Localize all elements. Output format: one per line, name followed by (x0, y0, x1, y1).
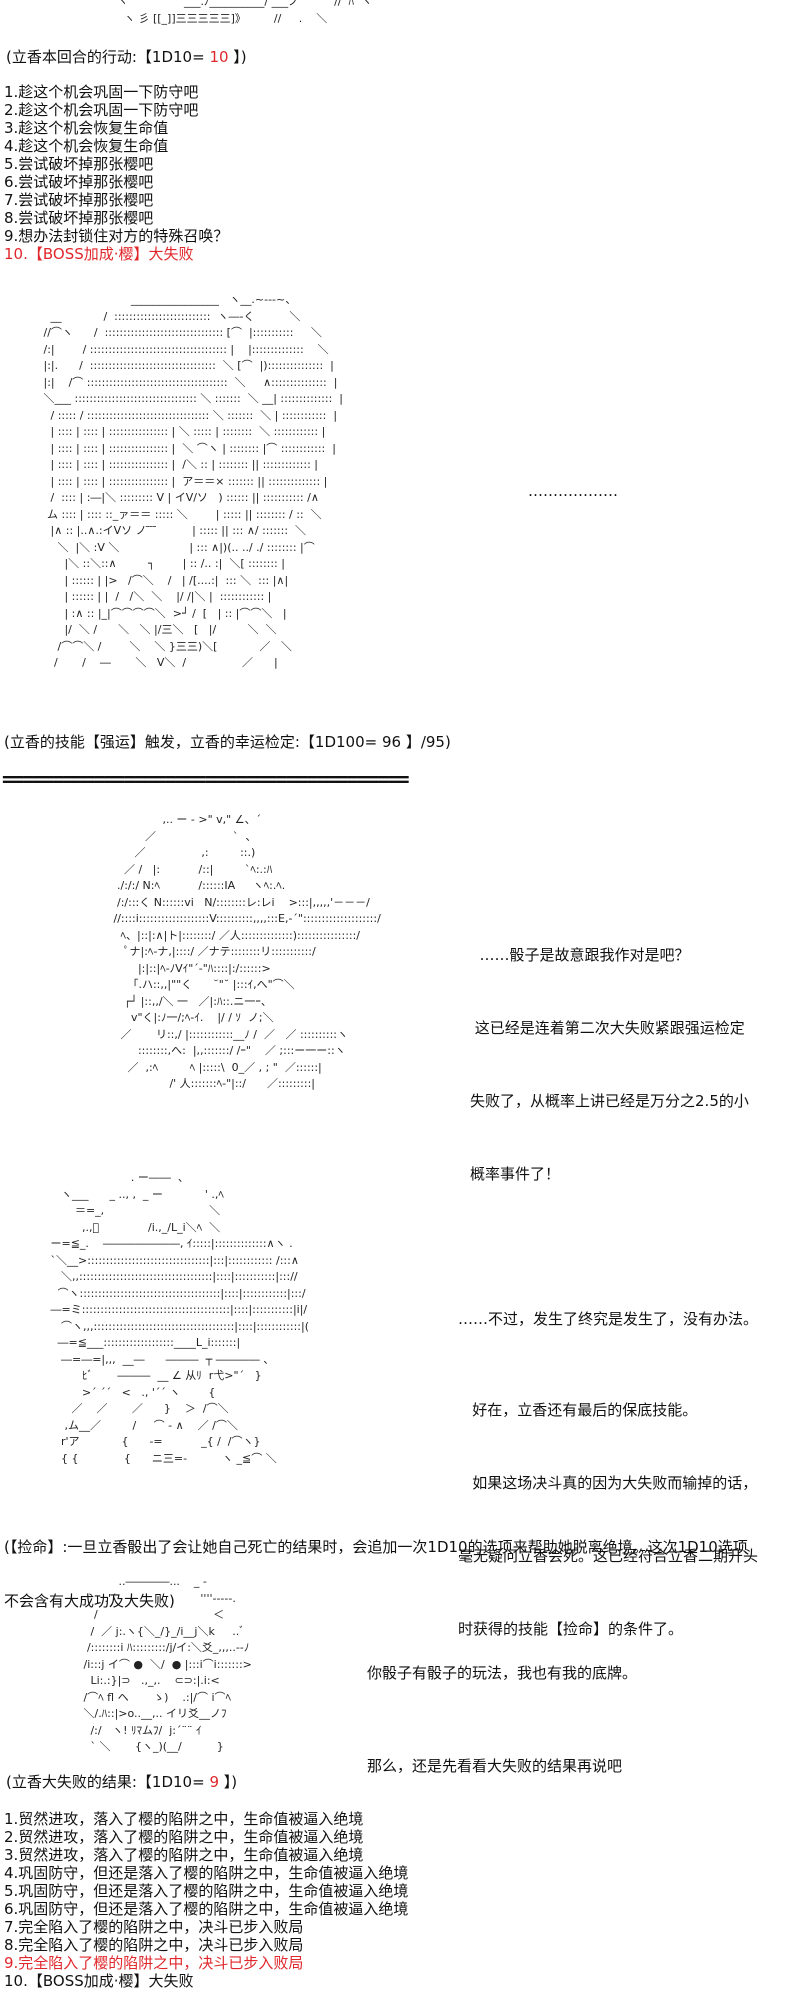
monologue-2: ……不过，发生了终究是发生了，没有办法。 好在，立香还有最后的保底技能。 如果这… (458, 1274, 758, 1675)
monologue-3-line: 那么，还是先看看大失败的结果再说吧 (367, 1757, 623, 1775)
option-item: 2.趁这个机会巩固一下防守吧 (4, 101, 199, 119)
monologue-2-line: ……不过，发生了终究是发生了，没有办法。 (458, 1310, 759, 1328)
action-roll-value: 10 (209, 48, 229, 66)
option-item: 8.完全陷入了樱的陷阱之中，决斗已步入败局 (4, 1936, 304, 1954)
ascii-art-top: ヽ ___.ﾉ__________/ ___ノ // ﾊ ヽ ヽ 彡 [[_]]… (116, 0, 373, 25)
option-item: 10.【BOSS加成·樱】大失败 (4, 245, 194, 263)
option-item: 3.贸然进攻，落入了樱的陷阱之中，生命值被逼入绝境 (4, 1846, 364, 1864)
option-item: 2.贸然进攻，落入了樱的陷阱之中，生命值被逼入绝境 (4, 1828, 364, 1846)
action-roll-prefix: (立香本回合的行动:【1D10= (6, 48, 210, 66)
monologue-2-line: 如果这场决斗真的因为大失败而输掉的话， (458, 1474, 758, 1492)
fumble-roll-line: (立香大失败的结果:【1D10= 9 】) (6, 1773, 237, 1791)
option-item: 7.尝试破坏掉那张樱吧 (4, 191, 154, 209)
option-item: 6.巩固防守，但还是落入了樱的陷阱之中，生命值被逼入绝境 (4, 1900, 409, 1918)
skill-note-line: (【捡命】:一旦立香骰出了会让她自己死亡的结果时，会追加一次1D10的选项来帮助… (4, 1538, 748, 1556)
skill-note-line: 不会含有大成功及大失败) (4, 1592, 175, 1610)
option-item: 9.完全陷入了樱的陷阱之中，决斗已步入败局 (4, 1954, 304, 1972)
monologue-1-line: 概率事件了！ (470, 1165, 561, 1183)
ascii-art-figure-1: ________________ ヽ__.~---~、 __ / :::::::… (43, 293, 344, 669)
section-separator: ======================================== (2, 767, 410, 791)
option-item: 6.尝试破坏掉那张樱吧 (4, 173, 154, 191)
fumble-roll-value: 9 (209, 1773, 219, 1791)
monologue-2-line: 毫无疑问立香会死。这已经符合立香二期开头 (458, 1547, 759, 1565)
monologue-2-line: 时获得的技能【捡命】的条件了。 (458, 1620, 684, 1638)
option-item: 1.趁这个机会巩固一下防守吧 (4, 83, 199, 101)
ascii-art-figure-4: ..――――... _ - ,.'´ ''''-----. / ＜ / ／ j:… (83, 1575, 252, 1753)
skill-note: (【捡命】:一旦立香骰出了会让她自己死亡的结果时，会追加一次1D10的选项来帮助… (4, 1502, 748, 1628)
action-roll-suffix: 】) (228, 48, 247, 66)
luck-check-line: (立香的技能【强运】触发，立香的幸运检定:【1D100= 96 】/95) (4, 733, 451, 751)
monologue-1-line: 失败了，从概率上讲已经是万分之2.5的小 (470, 1092, 749, 1110)
monologue-3: 你骰子有骰子的玩法，我也有我的底牌。 那么，还是先看看大失败的结果再说吧 (367, 1628, 637, 1793)
option-item: 7.完全陷入了樱的陷阱之中，决斗已步入败局 (4, 1918, 304, 1936)
monologue-1-line: 这已经是连着第二次大失败紧跟强运检定 (470, 1019, 745, 1037)
ascii-art-figure-2: ,.. ー ‐ >" v," ∠、´ ／ ` 、 ／ ,: ::.) ／ / |… (113, 813, 381, 1090)
option-item: 1.贸然进攻，落入了樱的陷阱之中，生命值被逼入绝境 (4, 1810, 364, 1828)
fumble-roll-suffix: 】) (218, 1773, 238, 1791)
ellipsis-text: ……………… (528, 482, 618, 500)
ascii-art-figure-3: . ー―― 、 ヽ___ _ .., , _ ー ' .,ﾍ ＝=_, ＼ ,.… (50, 1171, 310, 1465)
option-item: 5.巩固防守，但还是落入了樱的陷阱之中，生命值被逼入绝境 (4, 1882, 409, 1900)
monologue-2-line: 好在，立香还有最后的保底技能。 (458, 1401, 698, 1419)
option-item: 3.趁这个机会恢复生命值 (4, 119, 169, 137)
option-item: 5.尝试破坏掉那张樱吧 (4, 155, 154, 173)
monologue-1-line: ……骰子是故意跟我作对是吧？ (470, 946, 690, 964)
action-roll-line: (立香本回合的行动:【1D10= 10 】) (6, 48, 247, 66)
fumble-roll-prefix: (立香大失败的结果:【1D10= (6, 1773, 210, 1791)
option-item: 10.【BOSS加成·樱】大失败 (4, 1972, 194, 1990)
monologue-3-line: 你骰子有骰子的玩法，我也有我的底牌。 (367, 1664, 638, 1682)
monologue-1: ……骰子是故意跟我作对是吧？ 这已经是连着第二次大失败紧跟强运检定 失败了，从概… (470, 910, 749, 1220)
option-item: 4.巩固防守，但还是落入了樱的陷阱之中，生命值被逼入绝境 (4, 1864, 409, 1882)
option-item: 8.尝试破坏掉那张樱吧 (4, 209, 154, 227)
option-item: 9.想办法封锁住对方的特殊召唤？ (4, 227, 229, 245)
option-item: 4.趁这个机会恢复生命值 (4, 137, 169, 155)
